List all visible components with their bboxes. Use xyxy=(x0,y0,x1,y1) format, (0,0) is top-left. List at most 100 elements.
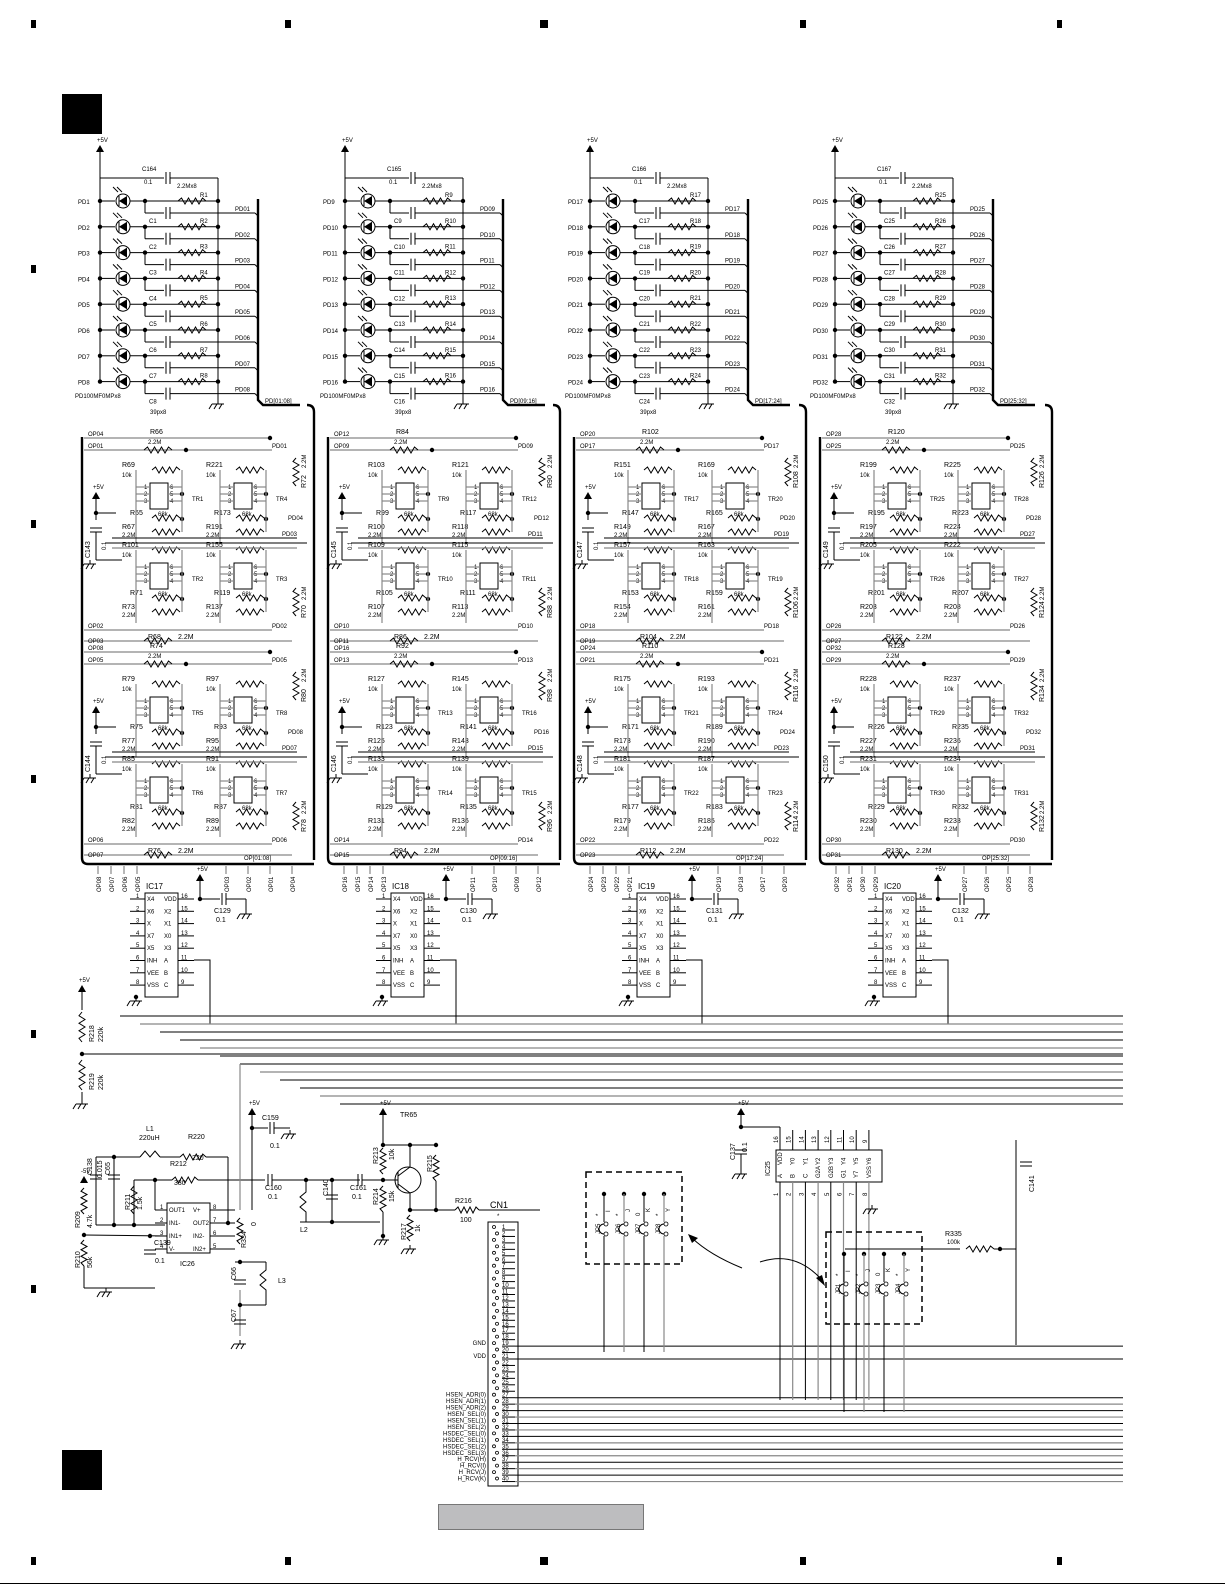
photodiode-icon xyxy=(119,273,127,284)
pin-number: 5 xyxy=(992,706,996,712)
light-arrow-icon xyxy=(361,186,368,193)
resistor-icon xyxy=(912,351,942,360)
pin-number: 11 xyxy=(502,1290,509,1296)
resistor-icon xyxy=(912,248,942,257)
resistor-ref: R157 xyxy=(614,542,631,549)
resistor-value: 56k xyxy=(87,1256,94,1268)
light-arrow-icon xyxy=(851,186,858,193)
capacitor-value: 0.1 xyxy=(840,541,846,550)
power-arrow-icon xyxy=(688,874,696,881)
capacitor-ref: C130 xyxy=(460,908,477,915)
photodiode-ref: PD32 xyxy=(813,381,829,387)
pin-number: 1 xyxy=(474,699,478,705)
resistor-value: 10k xyxy=(698,473,709,479)
transistor-ref: TR23 xyxy=(768,791,783,797)
resistor-value: 2.2M xyxy=(394,440,407,446)
resistor-ref: R211 xyxy=(125,1194,132,1210)
light-arrow-icon xyxy=(847,289,854,296)
pin-number: 4 xyxy=(908,499,912,505)
net-label: PD04 xyxy=(288,516,304,522)
light-arrow-icon xyxy=(606,186,613,193)
ground-icon xyxy=(410,1248,415,1255)
photodiode-icon xyxy=(364,350,372,361)
pin-number: 4 xyxy=(992,499,996,505)
ground-icon xyxy=(828,563,833,570)
net-label: PD20 xyxy=(780,516,796,522)
resistor-ref: R20 xyxy=(690,270,702,276)
supply-label: +5V xyxy=(831,485,842,491)
power-arrow-icon xyxy=(338,492,346,499)
resistor-ref: R219 xyxy=(89,1073,96,1090)
jumper-icon xyxy=(878,1283,885,1295)
transistor-ref: TR13 xyxy=(438,711,453,717)
capacitor-value: 0.1 xyxy=(708,917,718,924)
connector-signal-label: HSEN_SEL(0) xyxy=(447,1412,486,1418)
resistor-ref: R234 xyxy=(944,756,961,763)
jumper-value: * xyxy=(856,1273,862,1276)
page-bottom-rule xyxy=(0,1583,1225,1584)
pin-number: 3 xyxy=(228,579,232,585)
ground-icon xyxy=(240,1343,245,1350)
transistor-array-icon xyxy=(233,696,253,724)
power-arrow-icon xyxy=(584,492,592,499)
pin-name: VSS xyxy=(147,983,159,989)
net-label: OP22 xyxy=(580,838,596,844)
pin-number: 2 xyxy=(474,492,478,498)
pin-number: 13 xyxy=(919,931,926,937)
capacitor-value: 0.1 xyxy=(144,180,153,186)
pin-number: 15 xyxy=(181,906,188,912)
pin-name: C xyxy=(656,983,661,989)
resistor-value: 68k xyxy=(488,512,499,518)
pin-number: 10 xyxy=(673,968,680,974)
ground-icon xyxy=(823,563,828,570)
light-arrow-icon xyxy=(602,367,609,373)
pin-number: 3 xyxy=(636,793,640,799)
ground-icon xyxy=(482,913,487,920)
resistor-icon xyxy=(481,680,511,688)
resistor-ref: R23 xyxy=(690,348,702,354)
pin-number: 5 xyxy=(500,786,504,792)
net-label: PD05 xyxy=(272,658,288,664)
junction-dot xyxy=(215,198,221,204)
resistor-value: 10k xyxy=(389,1148,396,1160)
resistor-ref: R9 xyxy=(445,193,453,199)
resistor-ref: R26 xyxy=(935,219,947,225)
resistor-icon xyxy=(397,680,427,688)
resistor-ref: R153 xyxy=(622,590,639,597)
resistor-ref: R116 xyxy=(793,686,800,702)
connector-pin-icon xyxy=(492,1392,496,1397)
capacitor-value: 0.1 xyxy=(594,755,600,764)
pin-number: 15 xyxy=(787,1136,793,1143)
net-label: PD14 xyxy=(480,336,496,342)
net-label: PD25 xyxy=(970,207,986,213)
resistor-icon xyxy=(643,466,673,474)
junction-dot xyxy=(632,276,638,281)
resistor-ref: R79 xyxy=(122,676,135,683)
registration-mark xyxy=(31,1285,36,1293)
pin-name: X3 xyxy=(656,946,664,952)
pin-number: 2 xyxy=(636,786,640,792)
resistor-icon xyxy=(973,528,1003,536)
part-number: PD100MF0MPx8 xyxy=(810,394,856,400)
light-arrow-icon xyxy=(357,264,364,270)
connector-pin-icon xyxy=(495,1450,499,1455)
ground-icon xyxy=(577,563,582,570)
pin-name: C xyxy=(803,1173,809,1178)
pin-number: 2 xyxy=(228,492,232,498)
net-label: OP26 xyxy=(985,876,991,892)
capacitor-ref: C159 xyxy=(262,1115,279,1122)
resistor-ref: R181 xyxy=(614,756,631,763)
pin-number: 1 xyxy=(228,779,232,785)
pin-number: 2 xyxy=(160,1218,164,1224)
net-label: PD04 xyxy=(235,284,251,290)
pin-number: 31 xyxy=(502,1419,509,1425)
pin-name: INH xyxy=(147,959,157,965)
resistor-ref: R78 xyxy=(301,819,308,832)
resistor-value: 2.2M xyxy=(614,747,627,753)
net-label: OP10 xyxy=(493,876,499,892)
pin-name: X1 xyxy=(902,922,910,928)
resistor-array-value: 2.2Mx8 xyxy=(912,184,932,190)
pin-number: 3 xyxy=(966,713,970,719)
connector-signal-label: HSEN_ADR(2) xyxy=(446,1406,486,1412)
ground-icon xyxy=(213,403,218,410)
